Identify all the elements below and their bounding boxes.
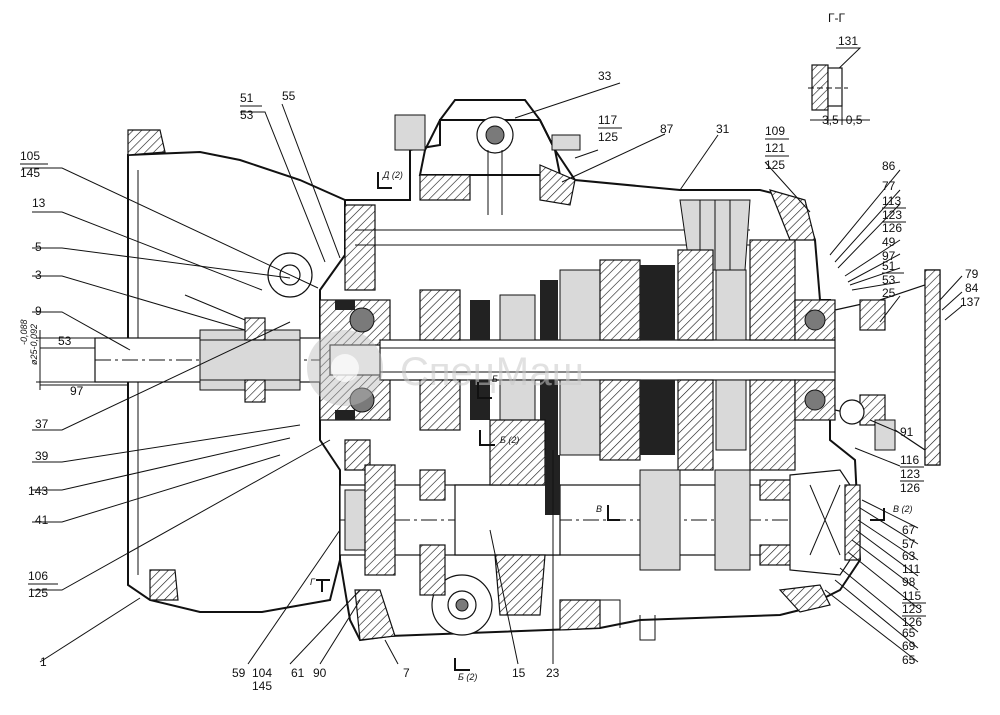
label-15: 15 xyxy=(512,666,526,680)
label-23: 23 xyxy=(546,666,560,680)
label-65-a: 65 xyxy=(902,626,916,640)
labels-left: 105 145 13 5 3 9 37 39 143 41 106 125 1 xyxy=(20,149,58,669)
label-53-right: 53 xyxy=(882,273,896,287)
label-5: 5 xyxy=(35,240,42,254)
label-77: 77 xyxy=(882,179,896,193)
label-113: 113 xyxy=(882,194,901,208)
label-55: 55 xyxy=(282,89,296,103)
label-3: 3 xyxy=(35,268,42,282)
labels-right: 86 77 113 123 126 49 97 51 53 25 79 84 1… xyxy=(882,159,980,667)
label-65-b: 65 xyxy=(902,653,916,667)
label-84: 84 xyxy=(965,281,979,295)
mark-b2: Б (2) xyxy=(500,435,519,445)
label-79: 79 xyxy=(965,267,979,281)
label-69: 69 xyxy=(902,639,916,653)
label-145-bottom: 145 xyxy=(252,679,272,693)
label-90: 90 xyxy=(313,666,327,680)
labels-top: 51 53 55 33 117 125 87 31 109 121 125 xyxy=(240,69,789,172)
label-106: 106 xyxy=(28,569,48,583)
label-67: 67 xyxy=(902,523,916,537)
label-37: 37 xyxy=(35,417,49,431)
label-111: 111 xyxy=(902,562,921,576)
label-31: 31 xyxy=(716,122,730,136)
label-33: 33 xyxy=(598,69,612,83)
label-7: 7 xyxy=(403,666,410,680)
mark-v: В xyxy=(596,504,602,514)
label-125-top2: 125 xyxy=(765,158,785,172)
leader-lines xyxy=(22,82,963,665)
label-123-b: 123 xyxy=(900,467,920,481)
dim-53: 53 xyxy=(58,334,72,348)
label-143: 143 xyxy=(28,484,48,498)
label-63: 63 xyxy=(902,549,916,563)
label-98: 98 xyxy=(902,575,916,589)
label-123-a: 123 xyxy=(882,208,902,222)
label-109: 109 xyxy=(765,124,785,138)
label-145: 145 xyxy=(20,166,40,180)
housing xyxy=(127,99,862,642)
input-shaft xyxy=(94,252,900,403)
label-41: 41 xyxy=(35,513,49,527)
label-116: 116 xyxy=(900,453,919,467)
label-125-top: 125 xyxy=(598,130,618,144)
mainshaft xyxy=(379,239,941,471)
mark-v2: В (2) xyxy=(893,504,913,514)
label-91: 91 xyxy=(900,425,914,439)
label-125-left: 125 xyxy=(28,586,48,600)
label-1: 1 xyxy=(40,655,47,669)
label-97: 97 xyxy=(882,249,896,263)
label-13: 13 xyxy=(32,196,46,210)
mark-b: Б xyxy=(492,374,498,384)
label-115: 115 xyxy=(902,589,921,603)
label-39: 39 xyxy=(35,449,49,463)
label-57: 57 xyxy=(902,537,916,551)
label-49: 49 xyxy=(882,235,896,249)
label-117: 117 xyxy=(598,113,617,127)
dim-97: 97 xyxy=(70,384,84,398)
label-126-c: 126 xyxy=(902,615,922,629)
mark-g-small: Г xyxy=(310,577,316,587)
label-87: 87 xyxy=(660,122,674,136)
section-gg-title: Г-Г xyxy=(828,11,845,25)
labels-bottom: 59 104 145 61 90 7 15 23 xyxy=(232,666,560,693)
label-126-b: 126 xyxy=(900,481,920,495)
label-105: 105 xyxy=(20,149,40,163)
label-9: 9 xyxy=(35,304,42,318)
label-123-c: 123 xyxy=(902,602,922,616)
countershaft xyxy=(339,419,861,616)
label-104: 104 xyxy=(252,666,272,680)
dim-diameter: ø25-0,092 xyxy=(29,324,39,365)
dim-gap: 3,5+0,5 xyxy=(822,113,863,127)
label-86: 86 xyxy=(882,159,896,173)
section-gg-number: 131 xyxy=(838,34,858,48)
label-121: 121 xyxy=(765,141,785,155)
section-markers: Д (2) Б Б (2) В В (2) Г Б (2) xyxy=(310,170,913,682)
watermark-text: СпецМаш xyxy=(400,350,584,394)
label-61: 61 xyxy=(291,666,305,680)
watermark: СпецМаш xyxy=(307,330,584,406)
label-51-top: 51 xyxy=(240,91,254,105)
mark-d2: Д (2) xyxy=(382,170,403,180)
label-51-right: 51 xyxy=(882,259,896,273)
label-137: 137 xyxy=(960,295,980,309)
dim-tolerance: -0,088 xyxy=(19,319,29,345)
section-gg-inset: Г-Г 131 3,5+0,5 xyxy=(808,11,870,127)
mark-b2-bottom: Б (2) xyxy=(458,672,477,682)
dimensions: 53 97 -0,088 ø25-0,092 xyxy=(19,319,128,398)
label-126-a: 126 xyxy=(882,221,902,235)
label-53-top: 53 xyxy=(240,108,254,122)
label-25: 25 xyxy=(882,286,896,300)
label-59: 59 xyxy=(232,666,246,680)
